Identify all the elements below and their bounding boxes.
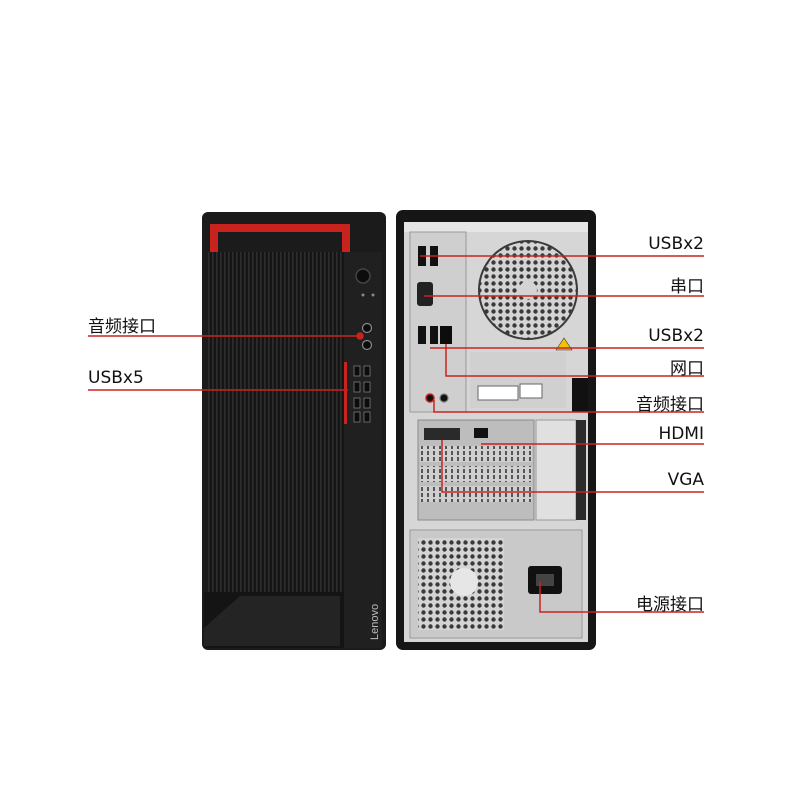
label-front-usb: USBx5 xyxy=(88,368,144,388)
brand-logo: Lenovo xyxy=(369,604,381,640)
power-button-icon xyxy=(355,268,371,284)
ethernet-port-icon xyxy=(440,326,452,344)
front-audio-jack-icon xyxy=(361,339,373,351)
label-vga: VGA xyxy=(667,470,704,490)
label-hdmi: HDMI xyxy=(658,424,704,444)
label-rear-audio: 音频接口 xyxy=(636,395,704,415)
callout-lines xyxy=(88,255,704,613)
label-rear-usb-top: USBx2 xyxy=(648,234,704,254)
rear-view-tower xyxy=(396,210,596,650)
rear-usb-ports-mid xyxy=(418,326,438,344)
handle-accent xyxy=(210,224,350,262)
front-audio-jack-icon xyxy=(361,322,373,334)
front-usb-ports xyxy=(353,365,371,423)
vga-port-icon xyxy=(424,428,460,440)
label-rear-usb-mid: USBx2 xyxy=(648,326,704,346)
front-view-tower: Lenovo xyxy=(202,212,386,650)
label-front-audio: 音频接口 xyxy=(88,317,156,337)
rear-audio-jack-icon xyxy=(425,393,435,403)
label-serial-port: 串口 xyxy=(670,277,704,297)
front-grille xyxy=(208,252,344,592)
hdmi-port-icon xyxy=(474,428,488,438)
label-power-connector: 电源接口 xyxy=(636,595,704,615)
serial-port-icon xyxy=(417,282,433,306)
label-ethernet: 网口 xyxy=(670,359,704,379)
